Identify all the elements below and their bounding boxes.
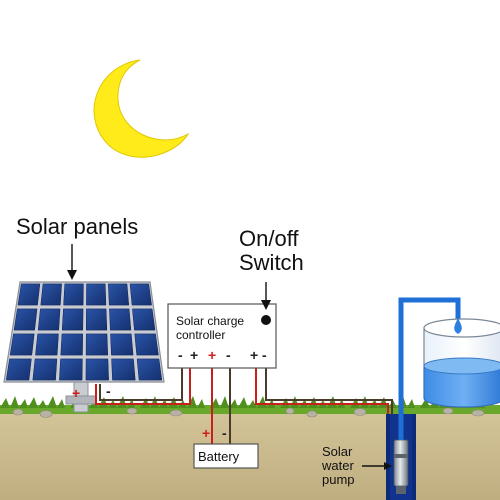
water-pipe bbox=[398, 297, 461, 440]
solar-cell bbox=[85, 333, 109, 356]
charge-controller-box bbox=[167, 303, 277, 369]
solar-cell bbox=[32, 358, 58, 381]
arrow-solar-panels bbox=[67, 244, 77, 280]
solar-cell bbox=[136, 358, 163, 381]
solar-cell bbox=[132, 308, 156, 331]
wire-panel-red bbox=[95, 368, 191, 405]
solar-cell bbox=[63, 283, 84, 306]
battery-label: Battery bbox=[198, 449, 240, 464]
solar-cell bbox=[110, 333, 134, 356]
controller-label-1: Solar charge bbox=[176, 314, 244, 328]
solar-cell bbox=[13, 308, 38, 331]
solar-cell bbox=[134, 333, 159, 356]
battery-terminal-plus: + bbox=[202, 425, 210, 441]
water-drop-icon bbox=[454, 318, 462, 334]
solar-panel-frame bbox=[3, 281, 165, 383]
arrow-pump bbox=[362, 462, 392, 470]
label-pump-1: Solar bbox=[322, 444, 353, 459]
solar-cell bbox=[40, 283, 62, 306]
wiring bbox=[95, 368, 393, 444]
solar-cell bbox=[17, 283, 41, 306]
water-tank bbox=[423, 318, 500, 408]
solar-cell bbox=[111, 358, 136, 381]
ctrl-terminal-minus-3: - bbox=[262, 347, 267, 363]
on-off-switch-icon[interactable] bbox=[261, 315, 271, 325]
solar-cell bbox=[86, 308, 108, 331]
ctrl-terminal-plus-2: + bbox=[208, 347, 216, 363]
solar-panel bbox=[3, 281, 165, 383]
wire-panel-dark bbox=[99, 368, 183, 401]
solar-cell bbox=[109, 308, 132, 331]
solar-cell bbox=[85, 358, 109, 381]
panel-post-base bbox=[65, 395, 97, 405]
label-solar-panels: Solar panels bbox=[16, 214, 138, 239]
panel-terminal-minus: - bbox=[106, 383, 111, 399]
wire-pump-dark bbox=[265, 368, 393, 420]
solar-cell bbox=[129, 283, 152, 306]
moon-icon bbox=[93, 59, 190, 158]
battery-box bbox=[193, 443, 259, 469]
ctrl-terminal-plus-1: + bbox=[190, 347, 198, 363]
controller-label-2: controller bbox=[176, 328, 225, 342]
solar-cell bbox=[61, 308, 84, 331]
label-switch: Switch bbox=[239, 250, 304, 275]
water-pump-icon bbox=[393, 439, 409, 494]
solar-cell bbox=[9, 333, 35, 356]
solar-cell bbox=[5, 358, 32, 381]
pebbles bbox=[12, 407, 485, 418]
label-on-off: On/off bbox=[239, 226, 299, 251]
solar-cell bbox=[59, 358, 83, 381]
panel-terminal-plus: + bbox=[72, 385, 80, 401]
ctrl-terminal-plus-3: + bbox=[250, 347, 258, 363]
arrow-switch bbox=[261, 282, 271, 310]
ctrl-terminal-minus-2: - bbox=[226, 347, 231, 363]
solar-cell bbox=[35, 333, 59, 356]
solar-cell bbox=[60, 333, 83, 356]
label-pump-3: pump bbox=[322, 472, 355, 487]
battery-terminal-minus: - bbox=[222, 425, 227, 441]
ctrl-terminal-minus-1: - bbox=[178, 347, 183, 363]
wire-pump-red bbox=[255, 368, 389, 420]
solar-cell bbox=[86, 283, 107, 306]
label-pump-2: water bbox=[321, 458, 354, 473]
solar-cell bbox=[37, 308, 61, 331]
solar-cell bbox=[108, 283, 130, 306]
